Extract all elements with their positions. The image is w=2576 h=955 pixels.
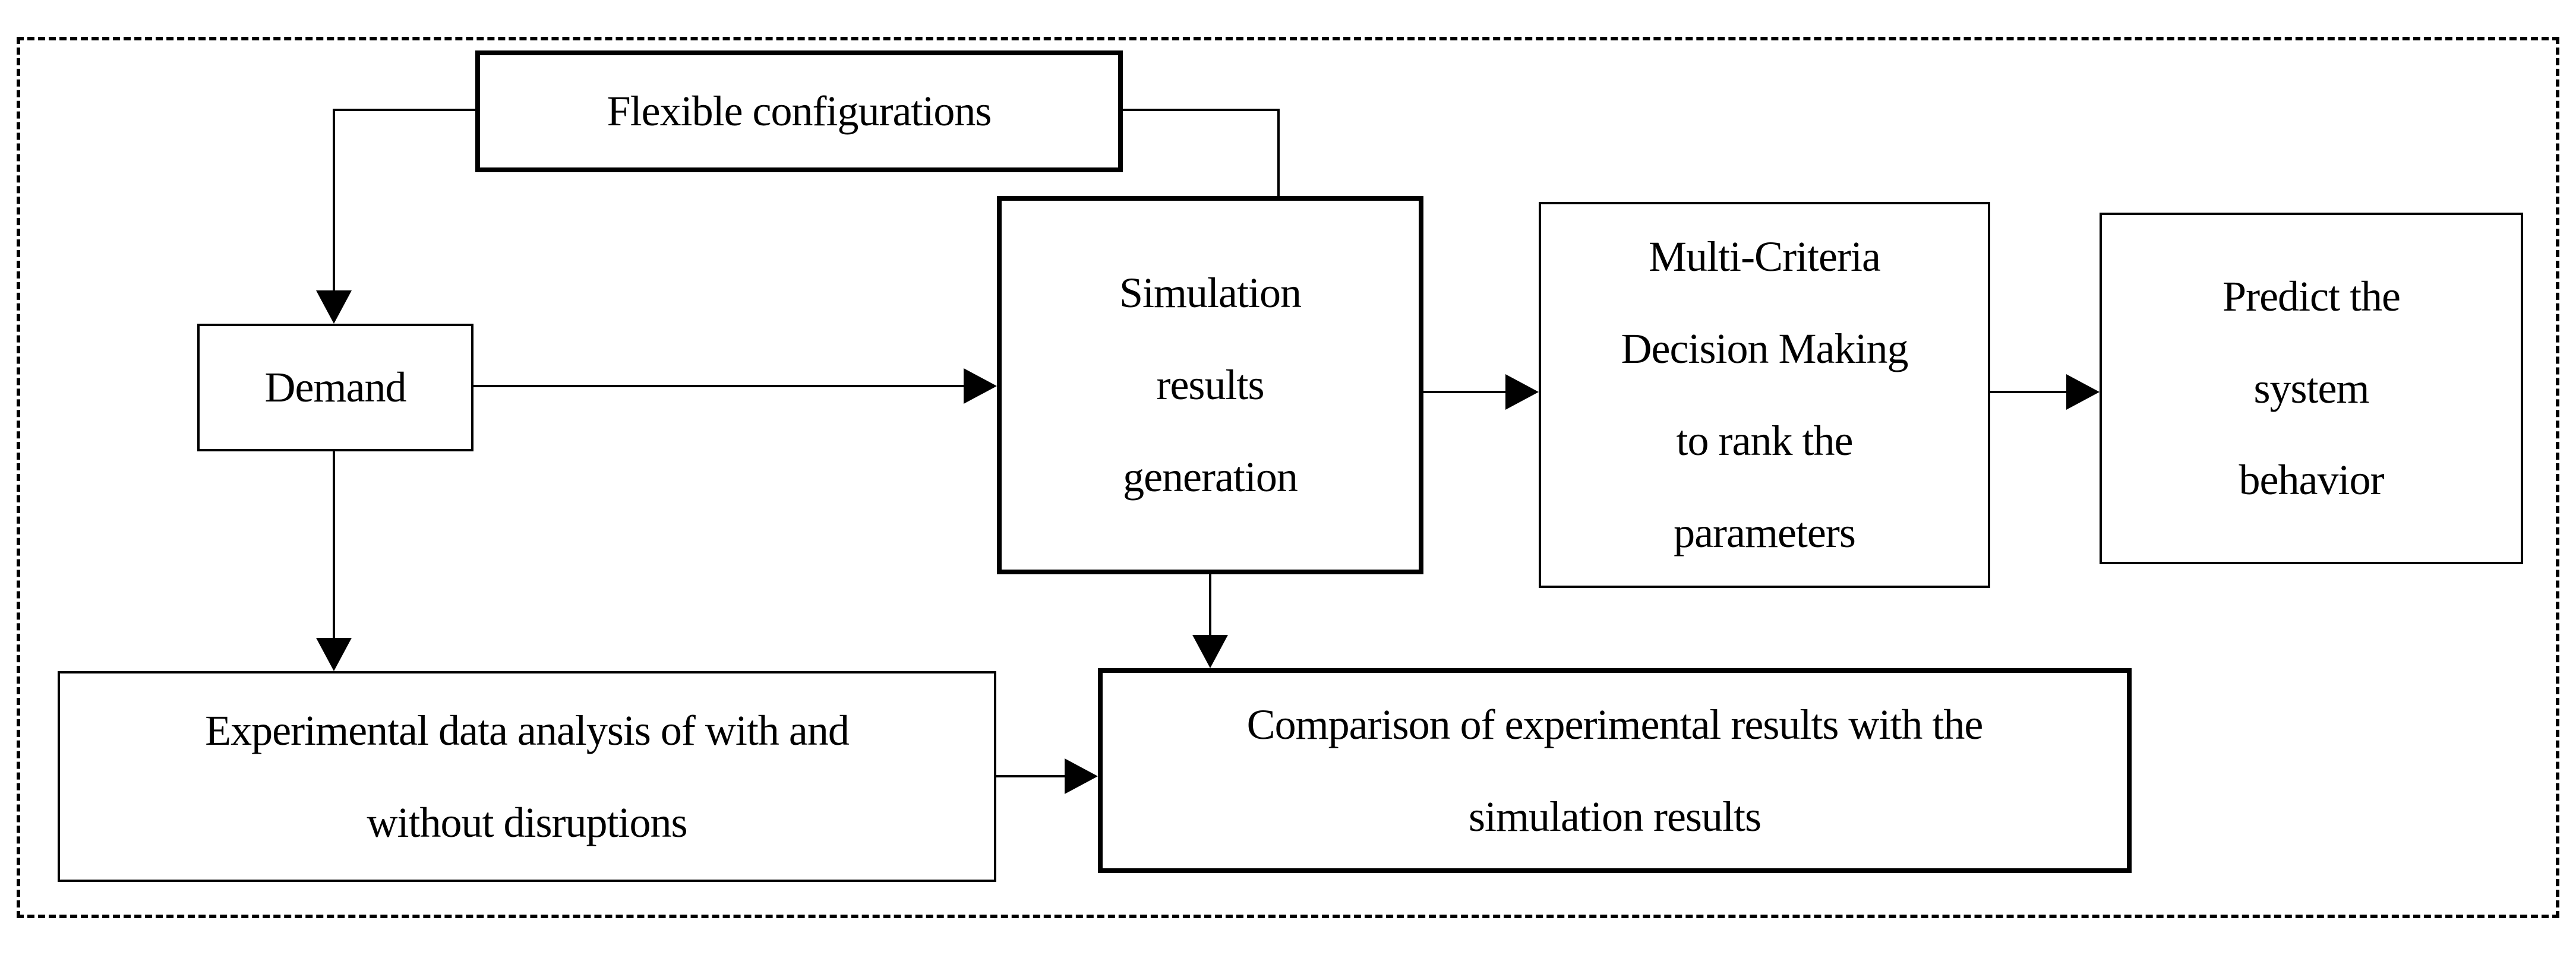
connector-demand-to-experimental bbox=[333, 451, 335, 638]
connector-demand-to-simulation bbox=[473, 385, 964, 387]
arrowhead-demand-to-simulation-icon bbox=[964, 368, 997, 404]
dashed-outer-border bbox=[17, 37, 2559, 918]
arrowhead-simulation-to-comparison-icon bbox=[1192, 635, 1228, 668]
connector-mcdm-to-predict bbox=[1990, 391, 2066, 393]
arrowhead-simulation-to-mcdm-icon bbox=[1505, 374, 1539, 410]
node-flexible-configurations: Flexible configurations bbox=[475, 50, 1123, 172]
node-multi-criteria-decision-making-label: Multi-Criteria Decision Making to rank t… bbox=[1621, 233, 1909, 556]
connector-experimental-to-comparison bbox=[996, 775, 1065, 777]
node-comparison-results-label: Comparison of experimental results with … bbox=[1246, 700, 1984, 840]
arrowhead-mcdm-to-predict-icon bbox=[2066, 374, 2100, 410]
connector-flexible-to-simulation-horizontal bbox=[1123, 109, 1278, 111]
node-multi-criteria-decision-making: Multi-Criteria Decision Making to rank t… bbox=[1539, 202, 1990, 588]
node-demand-label: Demand bbox=[264, 363, 407, 412]
node-simulation-results-generation-label: Simulation results generation bbox=[1119, 269, 1302, 501]
arrowhead-experimental-to-comparison-icon bbox=[1065, 758, 1098, 794]
node-predict-system-behavior: Predict the system behavior bbox=[2100, 213, 2523, 564]
arrowhead-demand-to-experimental-icon bbox=[316, 638, 352, 671]
arrowhead-flexible-to-demand-icon bbox=[316, 290, 352, 324]
node-experimental-data-analysis-label: Experimental data analysis of with and w… bbox=[205, 706, 850, 846]
node-demand: Demand bbox=[197, 324, 473, 451]
node-simulation-results-generation: Simulation results generation bbox=[997, 196, 1423, 574]
node-flexible-configurations-label: Flexible configurations bbox=[607, 87, 992, 135]
connector-flexible-to-demand-vertical bbox=[333, 109, 335, 290]
node-experimental-data-analysis: Experimental data analysis of with and w… bbox=[58, 671, 996, 882]
node-comparison-results: Comparison of experimental results with … bbox=[1098, 668, 2132, 873]
connector-flexible-to-simulation-vertical bbox=[1277, 109, 1280, 196]
connector-simulation-to-mcdm bbox=[1423, 391, 1505, 393]
connector-simulation-to-comparison bbox=[1209, 574, 1211, 635]
node-predict-system-behavior-label: Predict the system behavior bbox=[2223, 272, 2401, 504]
connector-flexible-to-demand-horizontal bbox=[333, 109, 475, 111]
